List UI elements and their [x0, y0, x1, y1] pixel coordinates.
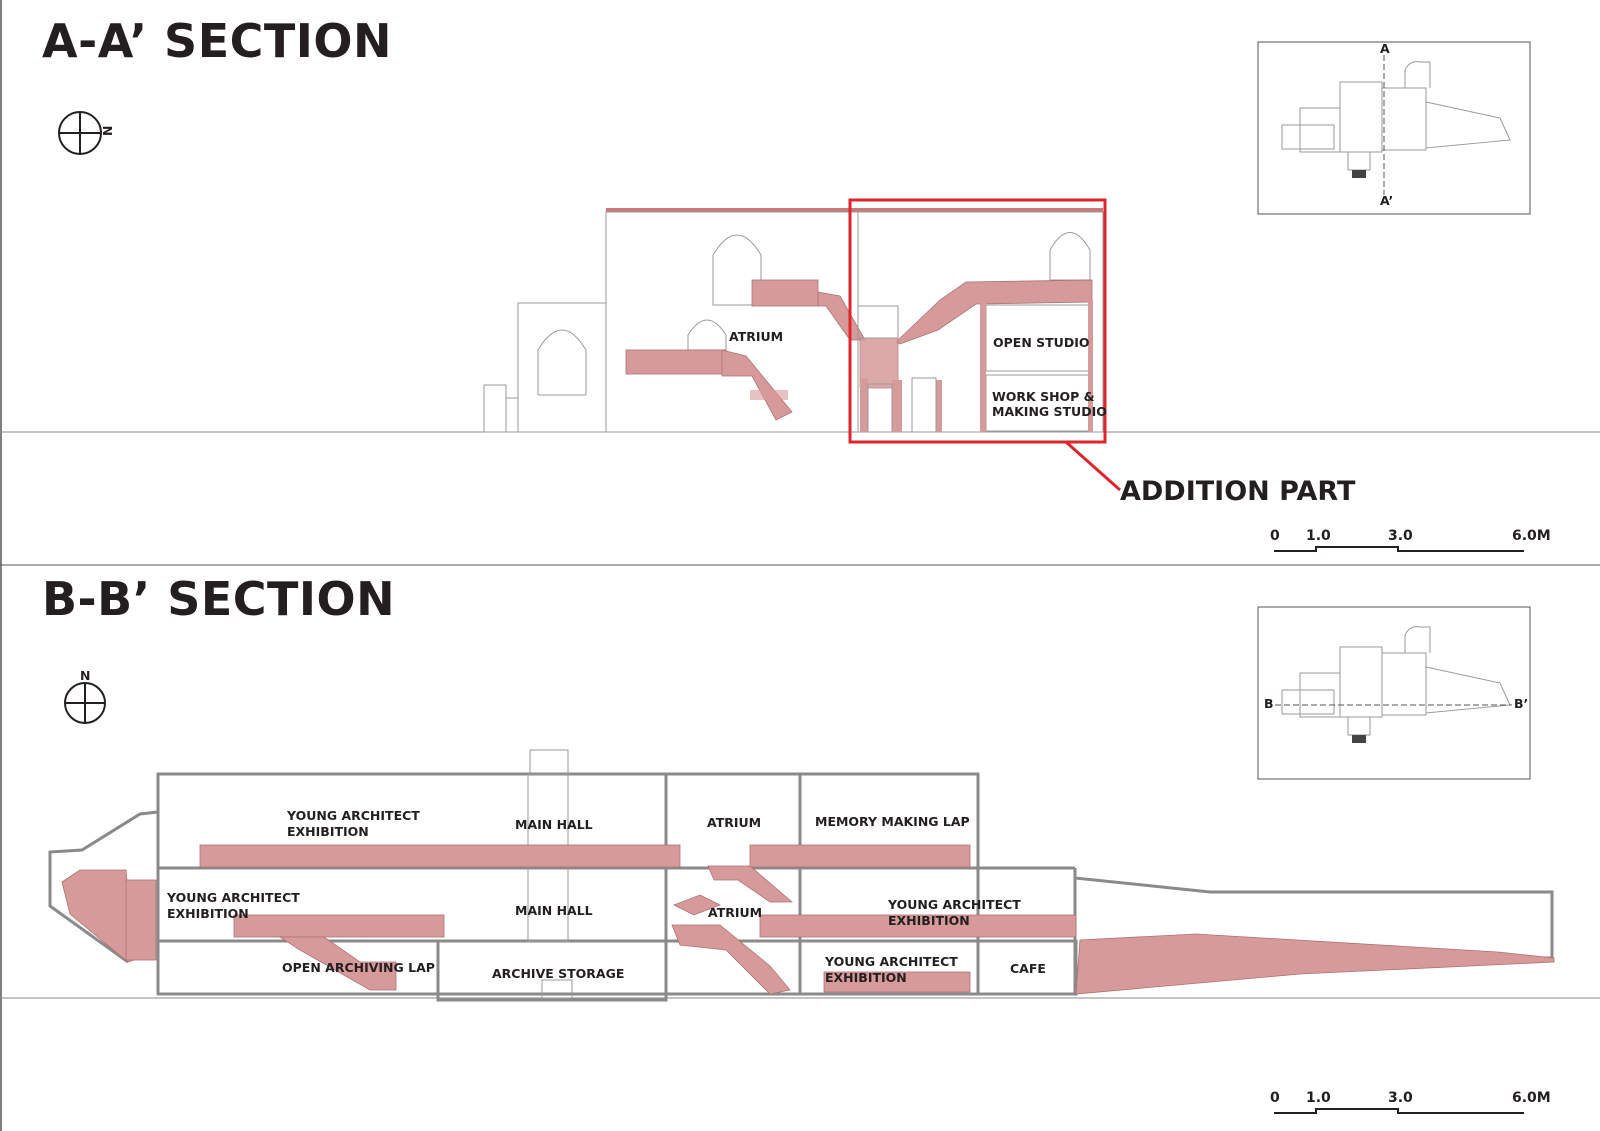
- north-arrow-a: N: [58, 111, 115, 155]
- label-atrium-a: ATRIUM: [729, 329, 783, 344]
- north-mark-b: N: [80, 668, 90, 683]
- key-plan-a: A A’: [1257, 41, 1531, 215]
- label-main-hall-mid: MAIN HALL: [515, 903, 593, 918]
- section-b-drawing: N: [0, 606, 1600, 1114]
- label-memory-making: MEMORY MAKING LAP: [815, 814, 970, 829]
- key-mark-a: A: [1380, 41, 1390, 56]
- label-ya-exhibition-mid-left-2: EXHIBITION: [167, 906, 249, 921]
- label-addition-part: ADDITION PART: [1120, 476, 1356, 507]
- section-a-drawing: N: [0, 41, 1600, 552]
- key-plan-b: B B’: [1257, 606, 1531, 780]
- label-ya-exhibition-mid-right-2: EXHIBITION: [888, 913, 970, 928]
- label-open-archiving: OPEN ARCHIVING LAP: [282, 960, 435, 975]
- label-ya-exhibition-lower-1: YOUNG ARCHITECT: [824, 954, 958, 969]
- key-mark-a-prime: A’: [1380, 193, 1393, 208]
- label-main-hall-upper: MAIN HALL: [515, 817, 593, 832]
- scale-a-1: 1.0: [1306, 528, 1331, 544]
- building-walls-b: [48, 749, 1554, 1002]
- label-ya-exhibition-mid-left-1: YOUNG ARCHITECT: [166, 890, 300, 905]
- callout-leader: [1065, 440, 1121, 492]
- section-a-title: A-A’ SECTION: [42, 14, 392, 68]
- north-mark-a: N: [100, 126, 115, 136]
- label-open-studio: OPEN STUDIO: [993, 335, 1089, 350]
- label-atrium-mid: ATRIUM: [708, 905, 762, 920]
- left-wing-a: [483, 302, 607, 433]
- section-b-title: B-B’ SECTION: [42, 572, 396, 626]
- label-archive-storage: ARCHIVE STORAGE: [492, 966, 624, 981]
- key-mark-b-prime: B’: [1514, 696, 1528, 711]
- label-atrium-upper: ATRIUM: [707, 815, 761, 830]
- scale-b-1: 1.0: [1306, 1090, 1331, 1106]
- scale-b-6: 6.0M: [1512, 1090, 1551, 1106]
- label-ya-exhibition-lower-2: EXHIBITION: [825, 970, 907, 985]
- label-ya-exhibition-upper-2: EXHIBITION: [287, 824, 369, 839]
- label-workshop-2: MAKING STUDIO: [992, 404, 1107, 419]
- scale-bar-b: 0 1.0 3.0 6.0M: [1270, 1090, 1551, 1114]
- north-arrow-b: N: [64, 668, 106, 724]
- scale-a-0: 0: [1270, 528, 1280, 544]
- cut-slabs-b: [61, 844, 1555, 995]
- scale-b-3: 3.0: [1388, 1090, 1413, 1106]
- scale-b-0: 0: [1270, 1090, 1280, 1106]
- scale-a-6: 6.0M: [1512, 528, 1551, 544]
- label-cafe: CAFE: [1010, 961, 1046, 976]
- label-ya-exhibition-upper-1: YOUNG ARCHITECT: [286, 808, 420, 823]
- label-ya-exhibition-mid-right-1: YOUNG ARCHITECT: [887, 897, 1021, 912]
- scale-a-3: 3.0: [1388, 528, 1413, 544]
- key-mark-b: B: [1264, 696, 1274, 711]
- main-building-a: [605, 208, 1104, 433]
- addition-callout-box: [848, 198, 1107, 444]
- scale-bar-a: 0 1.0 3.0 6.0M: [1270, 528, 1551, 552]
- label-workshop-1: WORK SHOP &: [992, 389, 1095, 404]
